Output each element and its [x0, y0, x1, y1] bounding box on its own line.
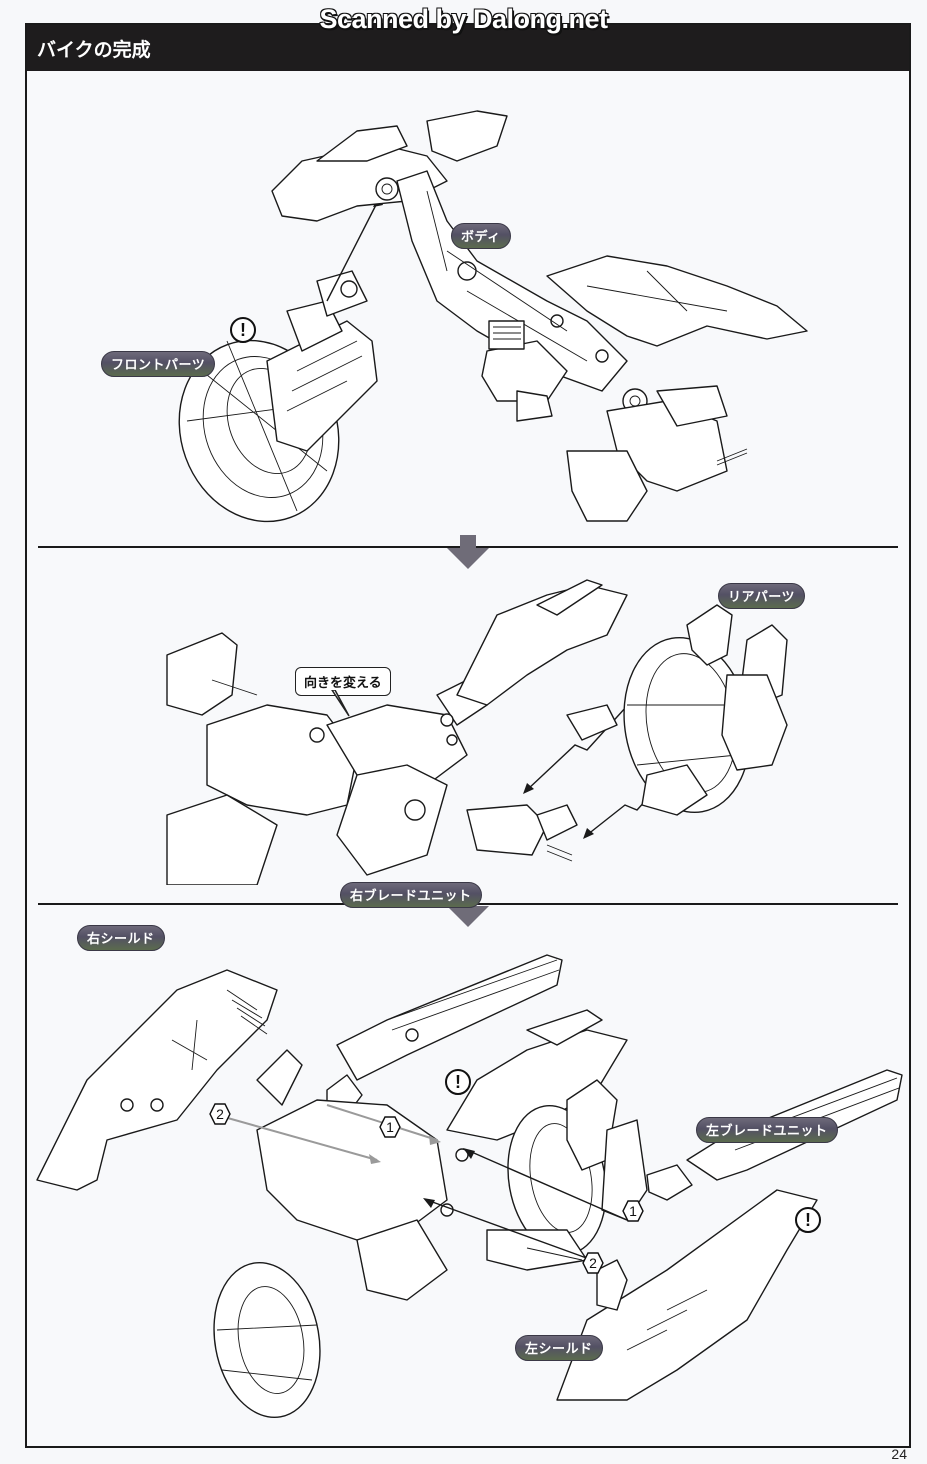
label-right-blade-unit: 右ブレードユニット — [340, 882, 482, 908]
bike-head-drawing — [271, 110, 508, 222]
front-fork-drawing — [266, 270, 378, 452]
instruction-page-frame: バイクの完成 — [25, 23, 911, 1448]
warning-icon: ! — [230, 317, 256, 343]
callout-tail — [331, 690, 350, 717]
bike-seat-drawing — [546, 255, 808, 347]
step-marker-1-left-blade: 1 — [622, 1200, 644, 1222]
step-marker-2-left-shield: 2 — [582, 1252, 604, 1274]
label-front-parts: フロントパーツ — [101, 351, 216, 377]
step-panel-2: リアパーツ 向きを変える — [27, 555, 909, 885]
section-header: バイクの完成 — [27, 25, 909, 71]
label-rear-parts: リアパーツ — [718, 583, 805, 609]
label-body: ボディ — [451, 223, 511, 249]
bike-final-assembly-illustration — [36, 954, 903, 1419]
bike-frame-drawing — [396, 170, 628, 392]
step-panel-3: 右シールド 右ブレードユニット 左ブレードユニット 左シールド ! ! 2 1 … — [27, 882, 909, 1446]
page-number: 24 — [891, 1446, 907, 1462]
label-left-shield: 左シールド — [515, 1335, 603, 1361]
step-panel-1: ボディ フロントパーツ ! — [27, 71, 909, 547]
scan-watermark: Scanned by Dalong.net — [319, 4, 608, 34]
warning-icon: ! — [445, 1069, 471, 1095]
callout-change-direction: 向きを変える — [295, 667, 391, 696]
label-right-shield: 右シールド — [77, 925, 165, 951]
bike-body-illustration — [178, 110, 808, 523]
bike-engine-drawing — [481, 320, 748, 522]
step-marker-2-right-shield: 2 — [209, 1103, 231, 1125]
section-title: バイクの完成 — [37, 39, 151, 61]
down-arrow-icon — [447, 535, 489, 569]
step-marker-1-right-blade: 1 — [379, 1116, 401, 1138]
label-left-blade-unit: 左ブレードユニット — [696, 1117, 838, 1143]
warning-icon: ! — [795, 1207, 821, 1233]
bike-rear-illustration — [166, 579, 788, 885]
